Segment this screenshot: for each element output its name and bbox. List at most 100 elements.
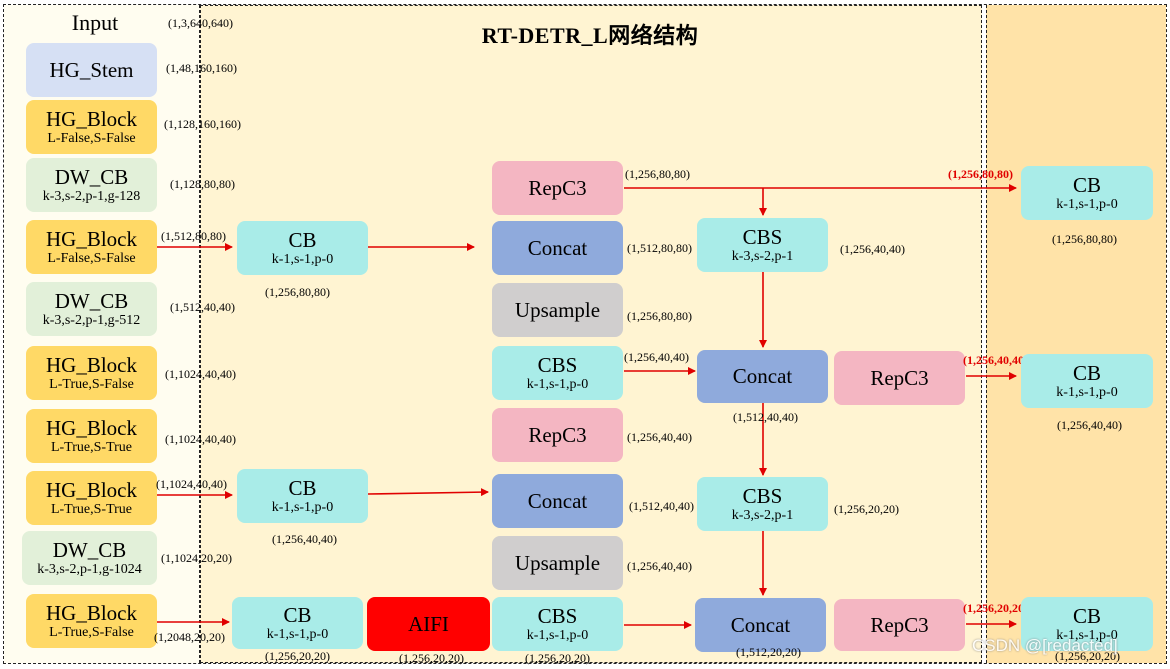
block-params: k-3,s-2,p-1 bbox=[731, 507, 794, 523]
cbs-down-1-dim: (1,256,40,40) bbox=[840, 242, 905, 256]
hg-block-6-dim: (1,2048,20,20) bbox=[154, 630, 225, 644]
cb-out-1: CB k-1,s-1,p-0 bbox=[1021, 166, 1153, 220]
concat-3-dim: (1,512,40,40) bbox=[733, 410, 798, 424]
cbs-1-dim: (1,256,40,40) bbox=[624, 350, 689, 364]
block-params: k-1,s-1,p-0 bbox=[1056, 196, 1118, 212]
block-name: HG_Block bbox=[46, 415, 137, 440]
out-3-in-dim: (1,256,20,20) bbox=[963, 601, 1028, 615]
block-name: RepC3 bbox=[528, 422, 587, 447]
block-name: AIFI bbox=[408, 611, 449, 636]
block-name: HG_Block bbox=[46, 477, 137, 502]
watermark: CSDN @[redacted] bbox=[972, 636, 1118, 655]
aifi-block: AIFI bbox=[367, 597, 490, 651]
cb-out-2: CB k-1,s-1,p-0 bbox=[1021, 354, 1153, 408]
block-name: CB bbox=[1072, 172, 1101, 197]
repc3-2: RepC3 bbox=[492, 408, 623, 462]
block-params: k-3,s-2,p-1 bbox=[731, 248, 794, 264]
cb-out-3-dim: (1,256,20,20) bbox=[1055, 649, 1120, 663]
block-params: k-1,s-1,p-0 bbox=[1056, 384, 1118, 400]
block-name: HG_Block bbox=[46, 226, 137, 251]
upsample-2-dim: (1,256,40,40) bbox=[627, 559, 692, 573]
hg-block-5-dim: (1,1024,40,40) bbox=[156, 477, 227, 491]
block-name: HG_Block bbox=[46, 352, 137, 377]
repc3-2-dim: (1,256,40,40) bbox=[627, 430, 692, 444]
upsample-1: Upsample bbox=[492, 283, 623, 337]
concat-2: Concat bbox=[492, 474, 623, 528]
hg-block-3-dim: (1,1024,40,40) bbox=[165, 367, 236, 381]
upsample-2: Upsample bbox=[492, 536, 623, 590]
block-name: HG_Block bbox=[46, 106, 137, 131]
block-params: k-1,s-1,p-0 bbox=[526, 627, 589, 643]
cb-lateral-3: CB k-1,s-1,p-0 bbox=[232, 597, 363, 649]
concat-4-dim: (1,512,20,20) bbox=[736, 645, 801, 659]
block-params: L-False,S-False bbox=[47, 130, 136, 146]
cb-lateral-2-dim: (1,256,40,40) bbox=[272, 532, 337, 546]
repc3-4: RepC3 bbox=[834, 599, 965, 651]
cb-out-3: CB k-1,s-1,p-0 bbox=[1021, 597, 1153, 651]
block-name: HG_Stem bbox=[49, 57, 134, 82]
input-label: Input bbox=[71, 10, 119, 35]
block-params: k-3,s-2,p-1,g-512 bbox=[42, 312, 141, 328]
repc3-1: RepC3 bbox=[492, 161, 623, 215]
block-name: HG_Block bbox=[46, 600, 137, 625]
cb-lateral-3-dim: (1,256,20,20) bbox=[265, 649, 330, 663]
block-name: CB bbox=[288, 475, 317, 500]
block-name: CBS bbox=[537, 352, 578, 377]
block-name: CB bbox=[1072, 603, 1101, 628]
block-params: L-True,S-True bbox=[50, 501, 133, 517]
cb-lateral-1-dim: (1,256,80,80) bbox=[265, 285, 330, 299]
dw-cb-3-dim: (1,1024,20,20) bbox=[161, 551, 232, 565]
block-name: DW_CB bbox=[54, 288, 129, 313]
hg-block-6: HG_Block L-True,S-False bbox=[26, 594, 157, 648]
block-name: CB bbox=[288, 227, 317, 252]
block-params: L-True,S-False bbox=[49, 376, 134, 392]
concat-4: Concat bbox=[695, 598, 826, 652]
cbs-1: CBS k-1,s-1,p-0 bbox=[492, 346, 623, 400]
cb-lateral-2: CB k-1,s-1,p-0 bbox=[237, 469, 368, 523]
cbs-down-2-dim: (1,256,20,20) bbox=[834, 502, 899, 516]
block-name: CBS bbox=[742, 224, 783, 249]
diagram-title: RT-DETR_L网络结构 bbox=[481, 23, 699, 48]
concat-3: Concat bbox=[697, 350, 828, 403]
block-name: RepC3 bbox=[528, 175, 587, 200]
block-name: RepC3 bbox=[870, 365, 929, 390]
block-name: Concat bbox=[527, 235, 588, 260]
block-name: Upsample bbox=[514, 550, 601, 575]
block-name: Concat bbox=[730, 612, 791, 637]
block-params: k-1,s-1,p-0 bbox=[271, 251, 334, 267]
dw-cb-1-dim: (1,128,80,80) bbox=[170, 177, 235, 191]
hg-block-1-dim: (1,128,160,160) bbox=[164, 117, 241, 131]
hg-stem-dim: (1,48,160,160) bbox=[166, 61, 237, 75]
head-panel bbox=[986, 5, 1166, 663]
dw-cb-3: DW_CB k-3,s-2,p-1,g-1024 bbox=[22, 531, 157, 585]
cbs-2-dim: (1,256,20,20) bbox=[525, 651, 590, 665]
cbs-2: CBS k-1,s-1,p-0 bbox=[492, 597, 623, 651]
block-name: Upsample bbox=[514, 297, 601, 322]
repc3-3: RepC3 bbox=[834, 351, 965, 405]
out-1-in-dim: (1,256,80,80) bbox=[948, 167, 1013, 181]
block-params: k-1,s-1,p-0 bbox=[1056, 627, 1118, 643]
block-params: k-3,s-2,p-1,g-1024 bbox=[37, 561, 142, 577]
cbs-down-2: CBS k-3,s-2,p-1 bbox=[697, 477, 828, 531]
block-name: Concat bbox=[732, 364, 793, 389]
cb-out-2-dim: (1,256,40,40) bbox=[1057, 418, 1122, 432]
block-name: DW_CB bbox=[52, 537, 127, 562]
dw-cb-1: DW_CB k-3,s-2,p-1,g-128 bbox=[26, 158, 157, 212]
upsample-1-dim: (1,256,80,80) bbox=[627, 309, 692, 323]
block-name: CBS bbox=[537, 603, 578, 628]
arrow-cb2-to-concat2 bbox=[367, 488, 489, 497]
concat-2-dim: (1,512,40,40) bbox=[629, 499, 694, 513]
hg-block-4-dim: (1,1024,40,40) bbox=[165, 432, 236, 446]
hg-block-2-dim: (1,512,80,80) bbox=[161, 229, 226, 243]
concat-1: Concat bbox=[492, 221, 623, 275]
block-name: DW_CB bbox=[54, 164, 129, 189]
hg-block-1: HG_Block L-False,S-False bbox=[26, 100, 157, 154]
hg-stem-block: HG_Stem bbox=[26, 43, 157, 97]
hg-block-2: HG_Block L-False,S-False bbox=[26, 220, 157, 274]
cb-out-1-dim: (1,256,80,80) bbox=[1052, 232, 1117, 246]
input-dim-label: (1,3,640,640) bbox=[168, 16, 233, 30]
block-params: k-1,s-1,p-0 bbox=[271, 499, 334, 515]
cbs-down-1: CBS k-3,s-2,p-1 bbox=[697, 218, 828, 272]
block-name: Concat bbox=[527, 488, 588, 513]
